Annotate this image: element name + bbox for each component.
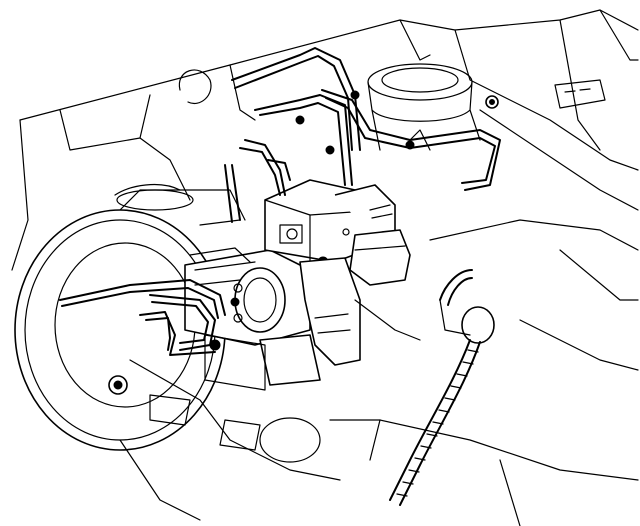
harness-conduit [389,269,495,506]
master-cylinder [184,247,311,346]
brake-lines-lower [59,279,240,356]
mounting-bracket [204,257,421,391]
reservoir-cover [367,63,481,151]
brake-lines-upper [224,47,501,223]
abs-modulator-assembly [264,179,411,286]
lower-chassis [119,359,381,521]
mounting-bolts [108,95,499,395]
